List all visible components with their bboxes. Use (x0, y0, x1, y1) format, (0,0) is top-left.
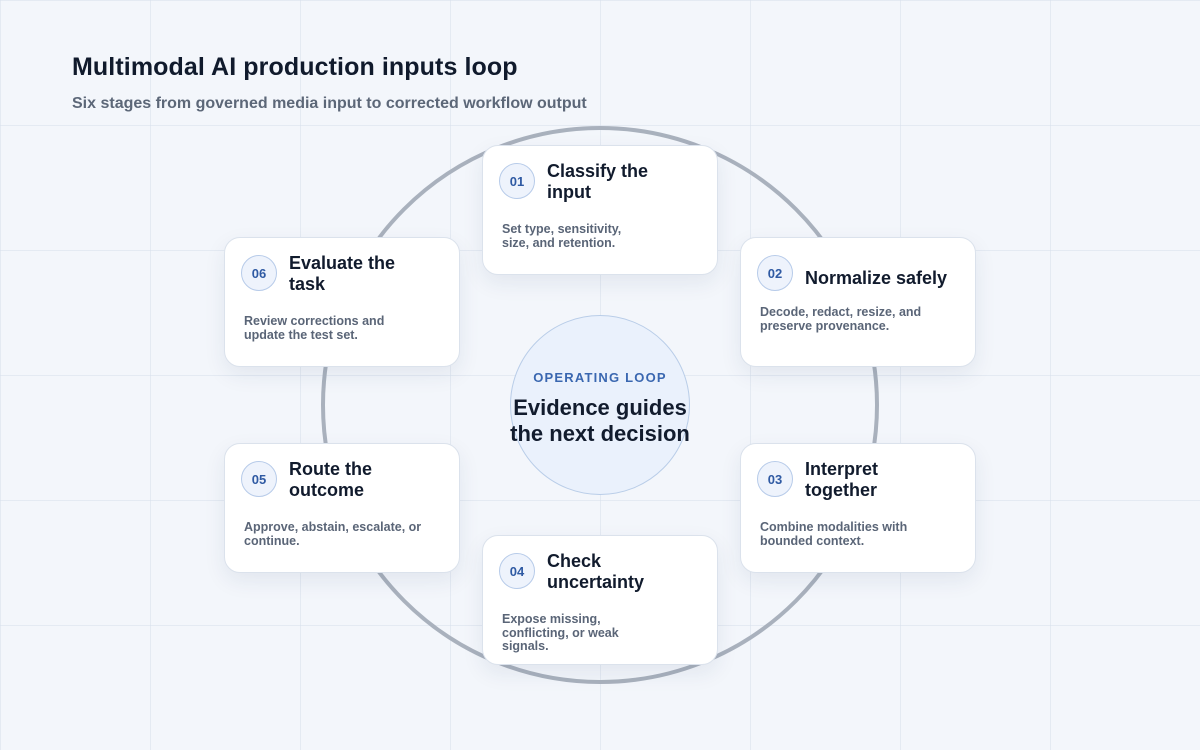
stage-title: Route the outcome (289, 459, 372, 500)
stage-number-badge: 01 (499, 163, 535, 199)
stage-card-01[interactable]: 01 Classify the input Set type, sensitiv… (482, 145, 718, 275)
stage-description: Decode, redact, resize, and preserve pro… (760, 305, 922, 333)
stage-title: Evaluate the task (289, 253, 396, 294)
stage-card-05[interactable]: 05 Route the outcome Approve, abstain, e… (224, 443, 460, 573)
page-title: Multimodal AI production inputs loop (72, 53, 518, 81)
stage-number-badge: 02 (757, 255, 793, 291)
stage-title: Normalize safely (805, 268, 948, 288)
stage-number-badge: 03 (757, 461, 793, 497)
stage-card-03[interactable]: 03 Interpret together Combine modalities… (740, 443, 976, 573)
stage-description: Set type, sensitivity, size, and retenti… (502, 222, 622, 250)
center-line-2: the next decision (510, 420, 690, 446)
stage-number-badge: 06 (241, 255, 277, 291)
stage-number-badge: 04 (499, 553, 535, 589)
stage-card-04[interactable]: 04 Check uncertainty Expose missing, con… (482, 535, 718, 665)
stage-title: Interpret together (805, 459, 879, 500)
loop-ring-circle (321, 126, 879, 684)
center-hub: OPERATING LOOP Evidence guides the next … (510, 315, 690, 495)
page-subtitle: Six stages from governed media input to … (72, 95, 587, 112)
stage-description: Expose missing, conflicting, or weak sig… (502, 612, 619, 653)
stage-card-02[interactable]: 02 Normalize safely Decode, redact, resi… (740, 237, 976, 367)
stage-title: Check uncertainty (547, 551, 645, 592)
stage-description: Combine modalities with bounded context. (760, 520, 908, 548)
center-kicker: OPERATING LOOP (533, 369, 667, 385)
stage-card-06[interactable]: 06 Evaluate the task Review corrections … (224, 237, 460, 367)
stage-number-badge: 05 (241, 461, 277, 497)
stage-title: Classify the input (547, 161, 649, 202)
center-line-1: Evidence guides (513, 394, 687, 420)
stage-description: Approve, abstain, escalate, or continue. (244, 520, 422, 548)
stage-description: Review corrections and update the test s… (244, 314, 385, 342)
